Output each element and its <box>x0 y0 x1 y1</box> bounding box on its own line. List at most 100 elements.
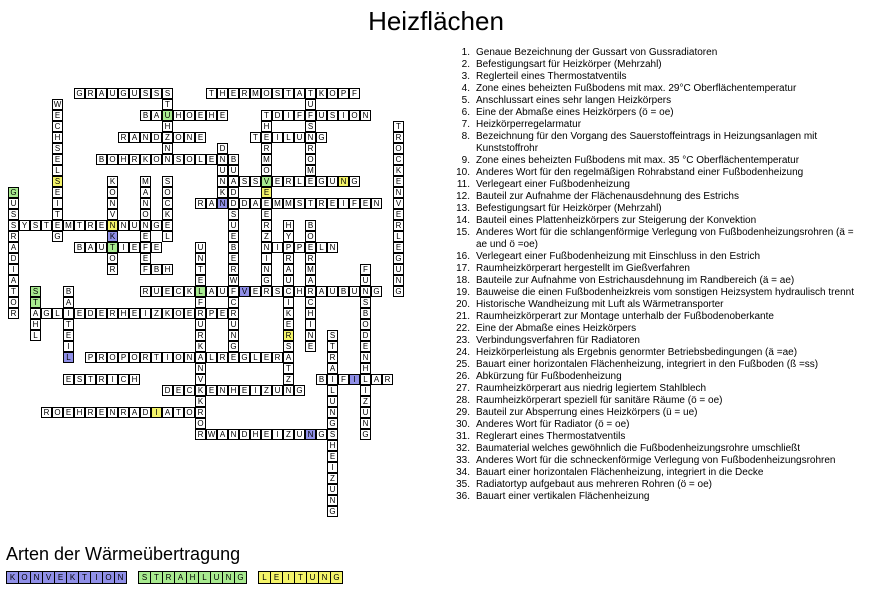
grid-cell[interactable]: E <box>151 242 162 253</box>
grid-cell[interactable]: U <box>327 484 338 495</box>
grid-cell[interactable]: L <box>327 385 338 396</box>
grid-cell[interactable]: L <box>30 330 41 341</box>
grid-cell[interactable]: B <box>140 110 151 121</box>
grid-cell[interactable]: I <box>272 132 283 143</box>
grid-cell[interactable]: R <box>140 286 151 297</box>
grid-cell[interactable]: R <box>393 220 404 231</box>
grid-cell[interactable]: G <box>228 341 239 352</box>
grid-cell[interactable]: E <box>140 231 151 242</box>
grid-cell[interactable]: N <box>305 132 316 143</box>
grid-cell[interactable]: R <box>195 330 206 341</box>
grid-cell[interactable]: A <box>217 429 228 440</box>
grid-cell[interactable]: T <box>195 264 206 275</box>
grid-cell[interactable]: R <box>129 154 140 165</box>
grid-cell[interactable]: U <box>327 176 338 187</box>
grid-cell[interactable]: E <box>195 275 206 286</box>
grid-cell[interactable]: A <box>30 308 41 319</box>
grid-cell[interactable]: E <box>162 286 173 297</box>
grid-cell[interactable]: K <box>140 154 151 165</box>
grid-cell[interactable]: P <box>283 242 294 253</box>
grid-cell[interactable]: E <box>228 231 239 242</box>
grid-cell[interactable]: R <box>195 308 206 319</box>
grid-cell[interactable]: O <box>8 297 19 308</box>
grid-cell[interactable]: S <box>8 220 19 231</box>
grid-cell[interactable]: O <box>173 132 184 143</box>
grid-cell[interactable]: N <box>393 275 404 286</box>
grid-cell[interactable]: T <box>30 297 41 308</box>
grid-cell[interactable]: E <box>393 176 404 187</box>
grid-cell[interactable]: B <box>228 242 239 253</box>
grid-cell[interactable]: E <box>52 154 63 165</box>
grid-cell[interactable]: R <box>228 308 239 319</box>
grid-cell[interactable]: S <box>151 88 162 99</box>
grid-cell[interactable]: L <box>283 132 294 143</box>
grid-cell[interactable]: P <box>294 242 305 253</box>
grid-cell[interactable]: S <box>228 209 239 220</box>
grid-cell[interactable]: R <box>283 330 294 341</box>
grid-cell[interactable]: K <box>184 286 195 297</box>
grid-cell[interactable]: K <box>393 165 404 176</box>
grid-cell[interactable]: A <box>129 407 140 418</box>
grid-cell[interactable]: N <box>393 187 404 198</box>
grid-cell[interactable]: A <box>283 352 294 363</box>
grid-cell[interactable]: T <box>261 110 272 121</box>
grid-cell[interactable]: Z <box>360 396 371 407</box>
grid-cell[interactable]: O <box>327 88 338 99</box>
grid-cell[interactable]: O <box>140 209 151 220</box>
grid-cell[interactable]: R <box>283 253 294 264</box>
grid-cell[interactable]: C <box>228 297 239 308</box>
grid-cell[interactable]: U <box>294 132 305 143</box>
grid-cell[interactable]: H <box>52 132 63 143</box>
grid-cell[interactable]: I <box>151 407 162 418</box>
grid-cell[interactable]: E <box>52 220 63 231</box>
grid-cell[interactable]: R <box>217 352 228 363</box>
grid-cell[interactable]: A <box>85 242 96 253</box>
grid-cell[interactable]: E <box>305 176 316 187</box>
grid-cell[interactable]: T <box>8 286 19 297</box>
grid-cell[interactable]: I <box>272 242 283 253</box>
grid-cell[interactable]: N <box>140 132 151 143</box>
grid-cell[interactable]: S <box>327 429 338 440</box>
grid-cell[interactable]: G <box>327 506 338 517</box>
grid-cell[interactable]: C <box>283 286 294 297</box>
grid-cell[interactable]: E <box>360 198 371 209</box>
grid-cell[interactable]: M <box>250 88 261 99</box>
grid-cell[interactable]: N <box>360 352 371 363</box>
grid-cell[interactable]: H <box>162 264 173 275</box>
grid-cell[interactable]: I <box>327 374 338 385</box>
grid-cell[interactable]: N <box>261 264 272 275</box>
grid-cell[interactable]: E <box>63 374 74 385</box>
grid-cell[interactable]: U <box>349 286 360 297</box>
grid-cell[interactable]: D <box>239 429 250 440</box>
grid-cell[interactable]: N <box>140 198 151 209</box>
grid-cell[interactable]: S <box>250 176 261 187</box>
grid-cell[interactable]: O <box>261 165 272 176</box>
grid-cell[interactable]: K <box>283 308 294 319</box>
grid-cell[interactable]: D <box>360 330 371 341</box>
grid-cell[interactable]: L <box>393 231 404 242</box>
grid-cell[interactable]: U <box>327 286 338 297</box>
grid-cell[interactable]: A <box>140 187 151 198</box>
grid-cell[interactable]: R <box>41 407 52 418</box>
grid-cell[interactable]: N <box>360 418 371 429</box>
grid-cell[interactable]: S <box>52 143 63 154</box>
grid-cell[interactable]: H <box>283 220 294 231</box>
grid-cell[interactable]: I <box>360 385 371 396</box>
grid-cell[interactable]: O <box>107 253 118 264</box>
grid-cell[interactable]: W <box>228 275 239 286</box>
grid-cell[interactable]: S <box>272 88 283 99</box>
grid-cell[interactable]: Y <box>283 231 294 242</box>
grid-cell[interactable]: P <box>338 88 349 99</box>
grid-cell[interactable]: A <box>63 297 74 308</box>
grid-cell[interactable]: V <box>393 198 404 209</box>
grid-cell[interactable]: N <box>217 385 228 396</box>
grid-cell[interactable]: H <box>305 308 316 319</box>
grid-cell[interactable]: T <box>151 352 162 363</box>
grid-cell[interactable]: H <box>250 429 261 440</box>
grid-cell[interactable]: N <box>217 198 228 209</box>
grid-cell[interactable]: G <box>41 308 52 319</box>
grid-cell[interactable]: N <box>327 495 338 506</box>
grid-cell[interactable]: K <box>195 396 206 407</box>
grid-cell[interactable]: E <box>140 253 151 264</box>
grid-cell[interactable]: P <box>85 352 96 363</box>
